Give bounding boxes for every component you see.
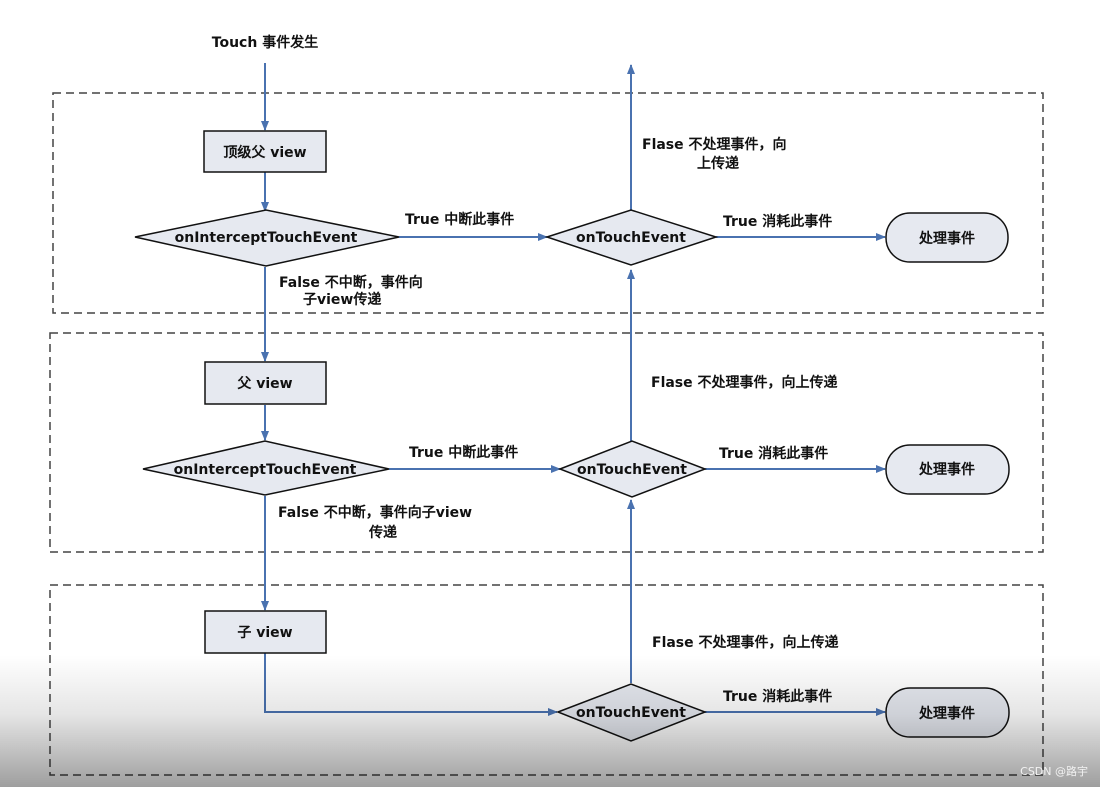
intercept-false-label-2b: 传递 [368,524,397,541]
top-parent-view-label: 顶级父 view [223,144,306,161]
top-parent-view-box [203,130,327,173]
handle-event-box-1 [885,212,1009,263]
intercept-false-label-2a: False 不中断，事件向子view [278,504,472,521]
touch-true-label-1: True 消耗此事件 [723,213,832,230]
intercept-true-label-1: True 中断此事件 [405,211,514,228]
touch-label-3: onTouchEvent [576,705,686,721]
touch-diamond-3 [555,683,708,742]
touch-label-1: onTouchEvent [576,230,686,246]
layer-3-container [49,584,1044,776]
handle-event-label-1: 处理事件 [918,230,975,247]
child-view-box [204,610,327,654]
touch-true-label-3: True 消耗此事件 [723,688,832,705]
start-label: Touch 事件发生 [212,34,318,51]
handle-event-box-3 [885,687,1010,738]
csdn-watermark: CSDN @路宇 [1020,765,1088,778]
handle-event-label-3: 处理事件 [918,705,975,722]
intercept-label-2: onInterceptTouchEvent [174,462,357,478]
parent-view-box [204,361,327,405]
intercept-diamond-2 [142,440,390,496]
touch-true-label-2: True 消耗此事件 [719,445,828,462]
touch-false-label-1b: 上传递 [697,155,739,172]
intercept-diamond-1 [134,209,400,267]
touch-diamond-2 [557,440,708,498]
touch-false-label-3: Flase 不处理事件，向上传递 [652,634,839,651]
touch-diamond-1 [544,209,719,266]
intercept-false-label-1b: 子view传递 [303,291,381,308]
intercept-false-label-1a: False 不中断，事件向 [279,274,423,291]
handle-event-box-2 [885,444,1010,495]
touch-false-label-1a: Flase 不处理事件，向 [642,136,787,153]
touch-label-2: onTouchEvent [577,462,687,478]
arrow-child-view-to-touch [264,653,558,716]
intercept-true-label-2: True 中断此事件 [409,444,518,461]
layer-1-container [52,92,1044,314]
parent-view-label: 父 view [236,376,292,392]
intercept-label-1: onInterceptTouchEvent [175,230,358,246]
touch-false-label-2: Flase 不处理事件，向上传递 [651,374,838,391]
handle-event-label-2: 处理事件 [918,461,975,478]
layer-2-container [49,332,1044,553]
child-view-label: 子 view [237,625,292,641]
